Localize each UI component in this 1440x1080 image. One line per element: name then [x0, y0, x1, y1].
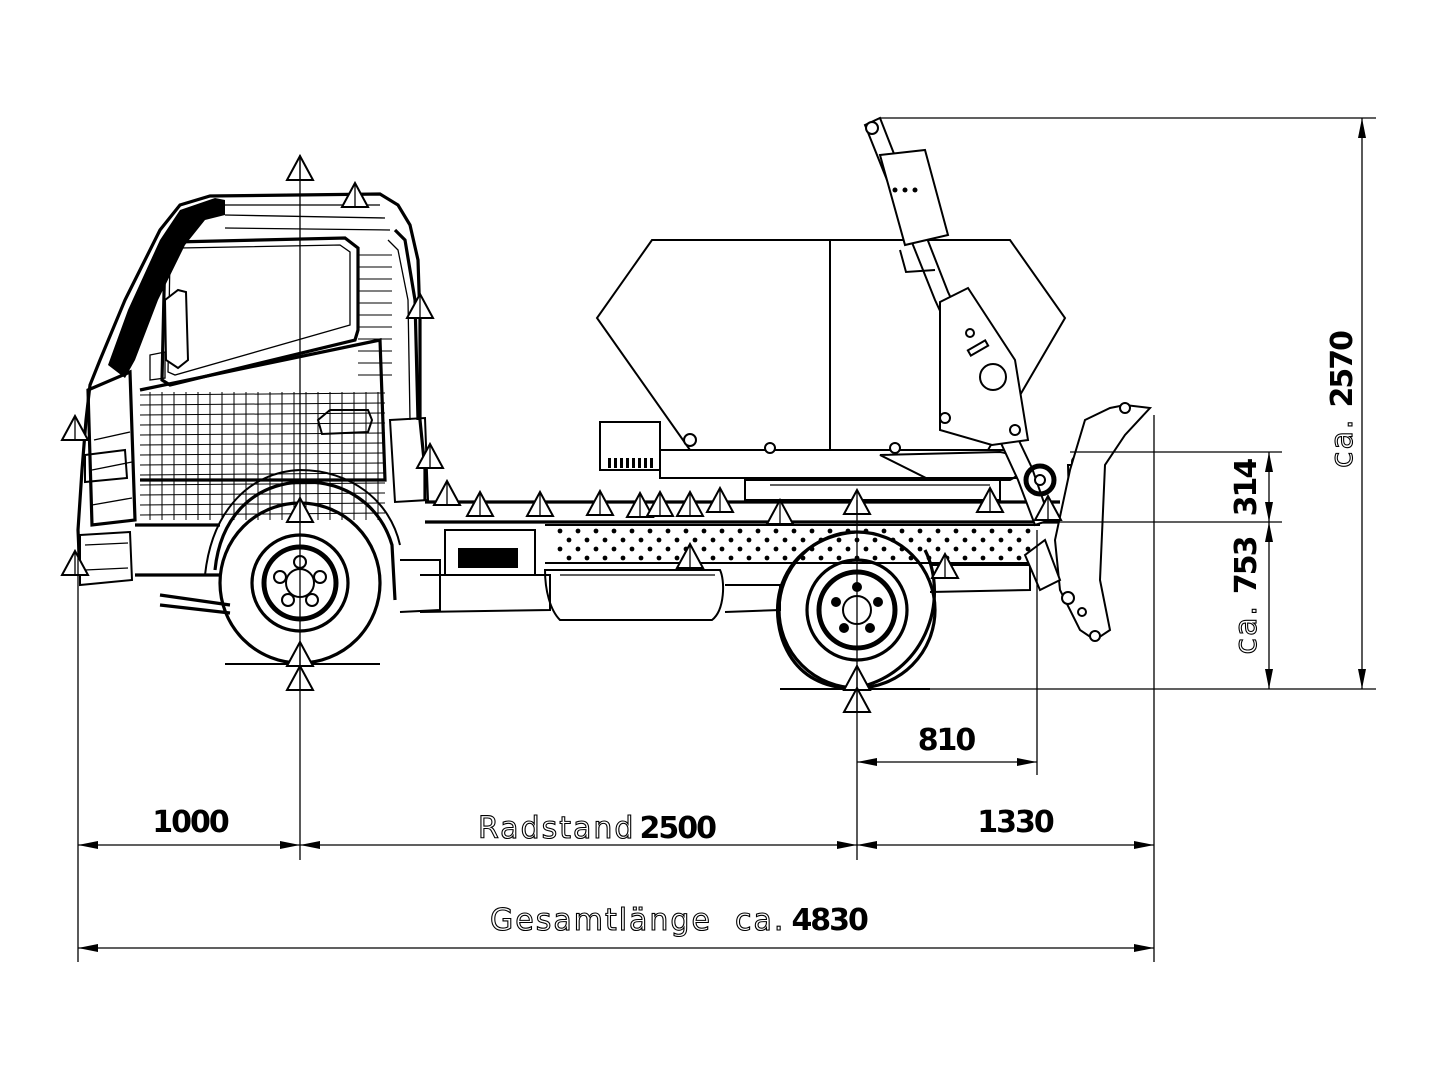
chassis-height-label: ca.753 — [1229, 537, 1264, 654]
rear-wheel — [775, 530, 937, 690]
frame-height-label: 314 — [1229, 459, 1264, 517]
rear-overhang-label: 1330 — [977, 805, 1054, 840]
reference-triangles — [60, 153, 1063, 713]
chassis-frame — [159, 500, 1060, 621]
cab — [76, 192, 430, 587]
truck — [60, 116, 1153, 713]
total-length-label: Gesamtlänge ca.4830 — [462, 903, 887, 938]
total-height-label: ca.2570 — [1325, 331, 1360, 468]
front-overhang-label: 1000 — [152, 805, 229, 840]
dimension-lines — [77, 117, 1376, 962]
rear-arm-label: 810 — [918, 723, 976, 758]
